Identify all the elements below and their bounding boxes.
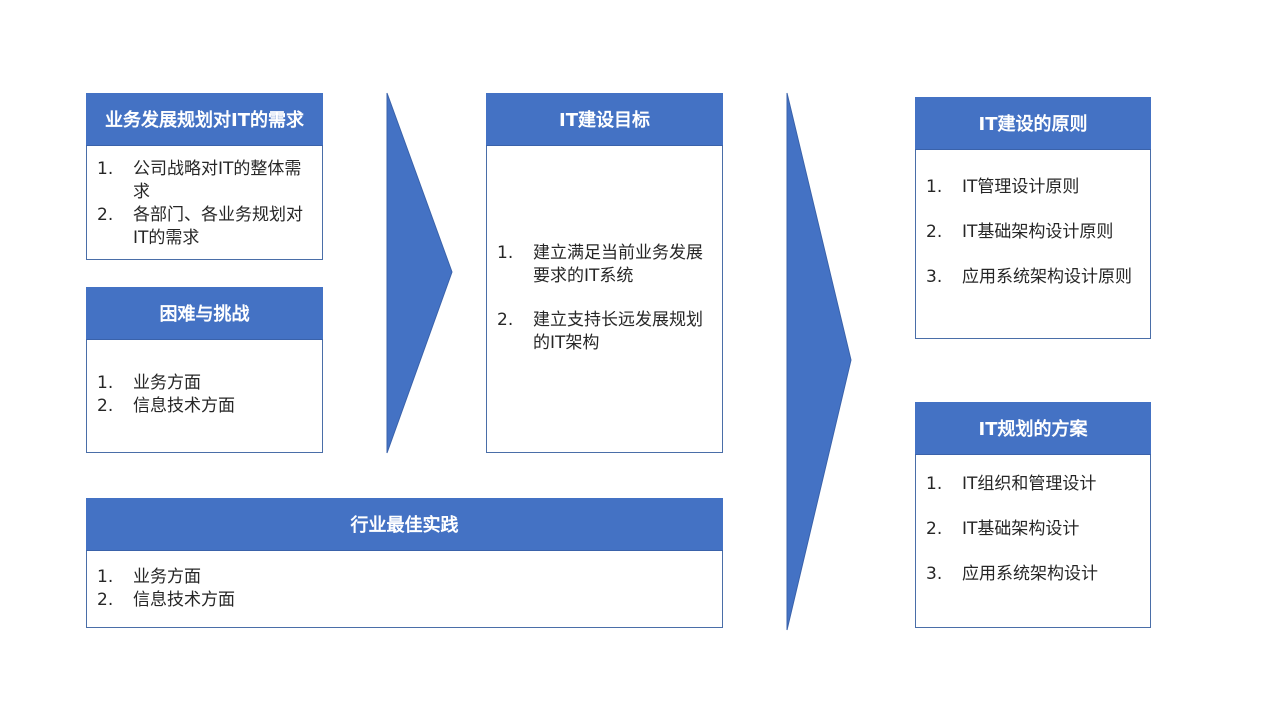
item-number: 3. [926, 267, 943, 287]
best-practice-box: 行业最佳实践 1. 业务方面 2. 信息技术方面 [86, 498, 723, 628]
needs-list: 1. 公司战略对IT的整体需求 2. 各部门、各业务规划对IT的需求 [97, 158, 314, 250]
goals-list: 1. 建立满足当前业务发展要求的IT系统 2. 建立支持长远发展规划的IT架构 [497, 242, 714, 355]
item-text: 信息技术方面 [133, 396, 235, 416]
item-number: 2. [97, 205, 114, 225]
best-practice-list: 1. 业务方面 2. 信息技术方面 [97, 566, 714, 612]
arrow-to-goals [386, 92, 453, 454]
plan-list: 1. IT组织和管理设计 2. IT基础架构设计 3. 应用系统架构设计 [926, 473, 1142, 586]
list-item: 1. 公司战略对IT的整体需求 [97, 158, 314, 204]
needs-box: 业务发展规划对IT的需求 1. 公司战略对IT的整体需求 2. 各部门、各业务规… [86, 93, 323, 260]
item-text: 建立支持长远发展规划的IT架构 [533, 310, 703, 353]
challenges-list: 1. 业务方面 2. 信息技术方面 [97, 372, 314, 418]
goals-box: IT建设目标 1. 建立满足当前业务发展要求的IT系统 2. 建立支持长远发展规… [486, 93, 723, 453]
list-item: 2. 建立支持长远发展规划的IT架构 [497, 309, 714, 355]
list-item: 1. IT管理设计原则 [926, 176, 1142, 199]
item-number: 2. [926, 222, 943, 242]
list-item: 2. 各部门、各业务规划对IT的需求 [97, 204, 314, 250]
best-practice-title: 行业最佳实践 [86, 498, 723, 551]
needs-title: 业务发展规划对IT的需求 [86, 93, 323, 146]
principles-title: IT建设的原则 [915, 97, 1151, 150]
item-text: IT基础架构设计 [962, 519, 1080, 539]
list-item: 3. 应用系统架构设计 [926, 563, 1142, 586]
list-item: 2. 信息技术方面 [97, 589, 714, 612]
goals-title: IT建设目标 [486, 93, 723, 146]
list-item: 1. 业务方面 [97, 372, 314, 395]
item-text: IT基础架构设计原则 [962, 222, 1114, 242]
item-number: 1. [926, 177, 943, 197]
item-number: 1. [497, 243, 514, 263]
item-text: IT管理设计原则 [962, 177, 1080, 197]
list-item: 1. IT组织和管理设计 [926, 473, 1142, 496]
item-number: 1. [97, 567, 114, 587]
item-number: 2. [497, 310, 514, 330]
item-text: 公司战略对IT的整体需求 [133, 159, 302, 202]
principles-list: 1. IT管理设计原则 2. IT基础架构设计原则 3. 应用系统架构设计原则 [926, 176, 1142, 289]
list-item: 1. 业务方面 [97, 566, 714, 589]
principles-box: IT建设的原则 1. IT管理设计原则 2. IT基础架构设计原则 3. 应用系… [915, 97, 1151, 339]
plan-box: IT规划的方案 1. IT组织和管理设计 2. IT基础架构设计 3. 应用系统… [915, 402, 1151, 628]
item-number: 3. [926, 564, 943, 584]
item-number: 1. [97, 373, 114, 393]
arrow-to-principles-plan [786, 92, 852, 631]
item-text: 各部门、各业务规划对IT的需求 [133, 205, 303, 248]
item-number: 2. [97, 590, 114, 610]
plan-title: IT规划的方案 [915, 402, 1151, 455]
list-item: 2. IT基础架构设计 [926, 518, 1142, 541]
challenges-title: 困难与挑战 [86, 287, 323, 340]
list-item: 3. 应用系统架构设计原则 [926, 266, 1142, 289]
item-text: 应用系统架构设计原则 [962, 267, 1132, 287]
challenges-box: 困难与挑战 1. 业务方面 2. 信息技术方面 [86, 287, 323, 453]
item-text: 业务方面 [133, 567, 201, 587]
item-number: 1. [926, 474, 943, 494]
item-number: 1. [97, 159, 114, 179]
item-text: 应用系统架构设计 [962, 564, 1098, 584]
item-text: 业务方面 [133, 373, 201, 393]
item-number: 2. [97, 396, 114, 416]
list-item: 2. IT基础架构设计原则 [926, 221, 1142, 244]
item-text: 建立满足当前业务发展要求的IT系统 [533, 243, 703, 286]
item-text: IT组织和管理设计 [962, 474, 1097, 494]
list-item: 1. 建立满足当前业务发展要求的IT系统 [497, 242, 714, 288]
item-number: 2. [926, 519, 943, 539]
item-text: 信息技术方面 [133, 590, 235, 610]
list-item: 2. 信息技术方面 [97, 395, 314, 418]
